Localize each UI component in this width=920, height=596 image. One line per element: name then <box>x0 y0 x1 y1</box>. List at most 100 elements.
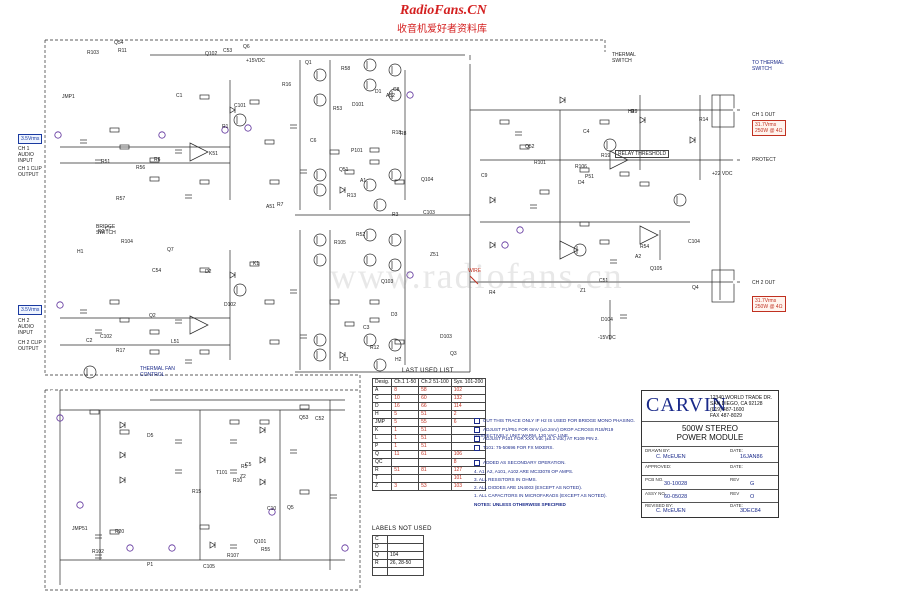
connector-pin-icon <box>50 161 54 165</box>
component-designator: R104 <box>121 239 133 245</box>
transistor-symbol <box>233 113 247 127</box>
address-line: (619) 487-1600 <box>710 407 745 413</box>
connector-pin-icon <box>50 533 54 537</box>
table-cell: 51 <box>418 410 452 419</box>
note-text: 2. ALL DIODES ARE 1N4003 (EXCEPT AS NOTE… <box>474 485 582 490</box>
component-designator: C7 <box>105 226 112 232</box>
diode-symbol <box>339 186 346 194</box>
revision-marker-icon <box>406 271 414 279</box>
resistor-symbol <box>119 317 130 323</box>
component-designator: Z1 <box>580 288 586 294</box>
diode-symbol <box>229 271 236 279</box>
note-text: CUT THIS TRACE ONLY IF H2 IS USED FOR BR… <box>483 418 635 424</box>
diode-symbol <box>119 451 126 459</box>
cut-trace-mark <box>469 275 479 285</box>
resistor-symbol <box>269 339 280 345</box>
table-cell: D <box>371 402 393 411</box>
connector-pin-icon <box>188 60 192 64</box>
note-text: ADJUST P101 FOR XXX Vdc (±0.1 Vdc) AT R1… <box>483 436 599 442</box>
transistor-symbol <box>573 243 587 257</box>
component-designator: Q53 <box>299 415 309 421</box>
component-designator: C3 <box>363 325 370 331</box>
note-line: 4. A1, A2, A101, A102 ARE MC33078 OP AMP… <box>474 469 573 474</box>
component-designator: Q1 <box>305 60 312 66</box>
transistor-symbol <box>363 253 377 267</box>
component-designator: D3 <box>391 312 398 318</box>
component-designator: R17 <box>116 348 126 354</box>
component-designator: R4 <box>489 290 496 296</box>
table-cell <box>391 474 420 483</box>
connector-pin-icon <box>50 558 54 562</box>
component-designator: C53 <box>223 48 233 54</box>
note-line: ADJUST P1/P51 FOR 0mV (±0.2mV) DROP ACRO… <box>474 427 634 438</box>
transistor-symbol <box>363 228 377 242</box>
revised-date-label: DATE: <box>730 503 743 508</box>
note-marker-icon <box>474 436 480 442</box>
transistor-symbol <box>363 78 377 92</box>
transistor-symbol <box>388 88 402 102</box>
drawing-name-line: 500W STEREO <box>681 424 738 433</box>
connector-pin-icon <box>50 408 54 412</box>
address-line: FAX 487-8029 <box>710 413 742 419</box>
revision-marker-icon <box>76 501 84 509</box>
table-cell: T <box>371 474 393 483</box>
table-cell: Q <box>372 551 388 560</box>
drawn-by-value: C. McEUEN <box>656 454 686 460</box>
opamp-symbol <box>639 225 659 245</box>
component-designator: Q105 <box>650 266 663 272</box>
component-designator: Q2 <box>149 313 156 319</box>
component-designator: C8 <box>393 87 400 93</box>
table-cell <box>372 567 388 576</box>
resistor-symbol <box>269 179 280 185</box>
table-cell: 106 <box>450 450 487 459</box>
component-designator: R54 <box>640 244 650 250</box>
pcb-rev-label: REV <box>730 477 740 482</box>
assy-rev-value: O <box>750 494 755 500</box>
component-designator: R19 <box>601 153 611 159</box>
component-designator: Q101 <box>254 539 267 545</box>
connector-pin-icon <box>50 446 54 450</box>
component-designator: Q104 <box>421 177 434 183</box>
company-address: 12340 WORLD TRADE DR. SAN DIEGO, CA 9212… <box>710 395 772 419</box>
component-designator: A2 <box>635 254 642 260</box>
to-thermal-switch-label: TO THERMAL SWITCH <box>752 60 784 72</box>
relay-threshold-label: RELAY THRESHOLD <box>615 150 670 158</box>
component-designator: H3 <box>628 109 635 115</box>
diode-symbol <box>639 116 646 124</box>
component-designator: R106 <box>575 164 587 170</box>
resistor-symbol <box>369 317 380 323</box>
drawing-name: 500W STEREO POWER MODULE <box>642 424 778 442</box>
component-designator: C51 <box>599 278 609 284</box>
drawing-name-line: POWER MODULE <box>676 433 744 442</box>
bridge-switch-label: BRIDGE SWITCH <box>96 224 116 236</box>
note-text: T101: 75-50696 FOR FX MIXERS. <box>483 445 554 451</box>
connector-pin-icon <box>50 460 54 464</box>
minus15vdc-label: -15VDC <box>598 335 616 341</box>
component-designator: R2 <box>98 229 105 235</box>
connector-pin-icon <box>50 546 54 550</box>
table-cell: 103 <box>450 482 487 491</box>
component-designator: Q7 <box>167 247 174 253</box>
resistor-symbol <box>344 321 355 327</box>
table-cell: R <box>372 559 388 568</box>
connector-pin-icon <box>50 518 54 522</box>
component-designator: A1 <box>360 178 367 184</box>
resistor-symbol <box>199 267 210 273</box>
transistor-symbol <box>363 333 377 347</box>
component-designator: R102 <box>92 549 104 555</box>
connector-pin-icon <box>50 316 54 320</box>
table-row <box>372 567 424 576</box>
table-cell: 66 <box>418 402 452 411</box>
connector-pin-icon <box>108 60 112 64</box>
connector-pin-icon <box>50 473 54 477</box>
component-designator: C5 <box>245 462 252 468</box>
table-cell: 16 <box>391 402 420 411</box>
protect-label: PROTECT <box>752 157 776 163</box>
opamp-symbol <box>559 240 579 260</box>
thermal-fan-control-label: THERMAL FAN CONTROL <box>140 366 175 378</box>
